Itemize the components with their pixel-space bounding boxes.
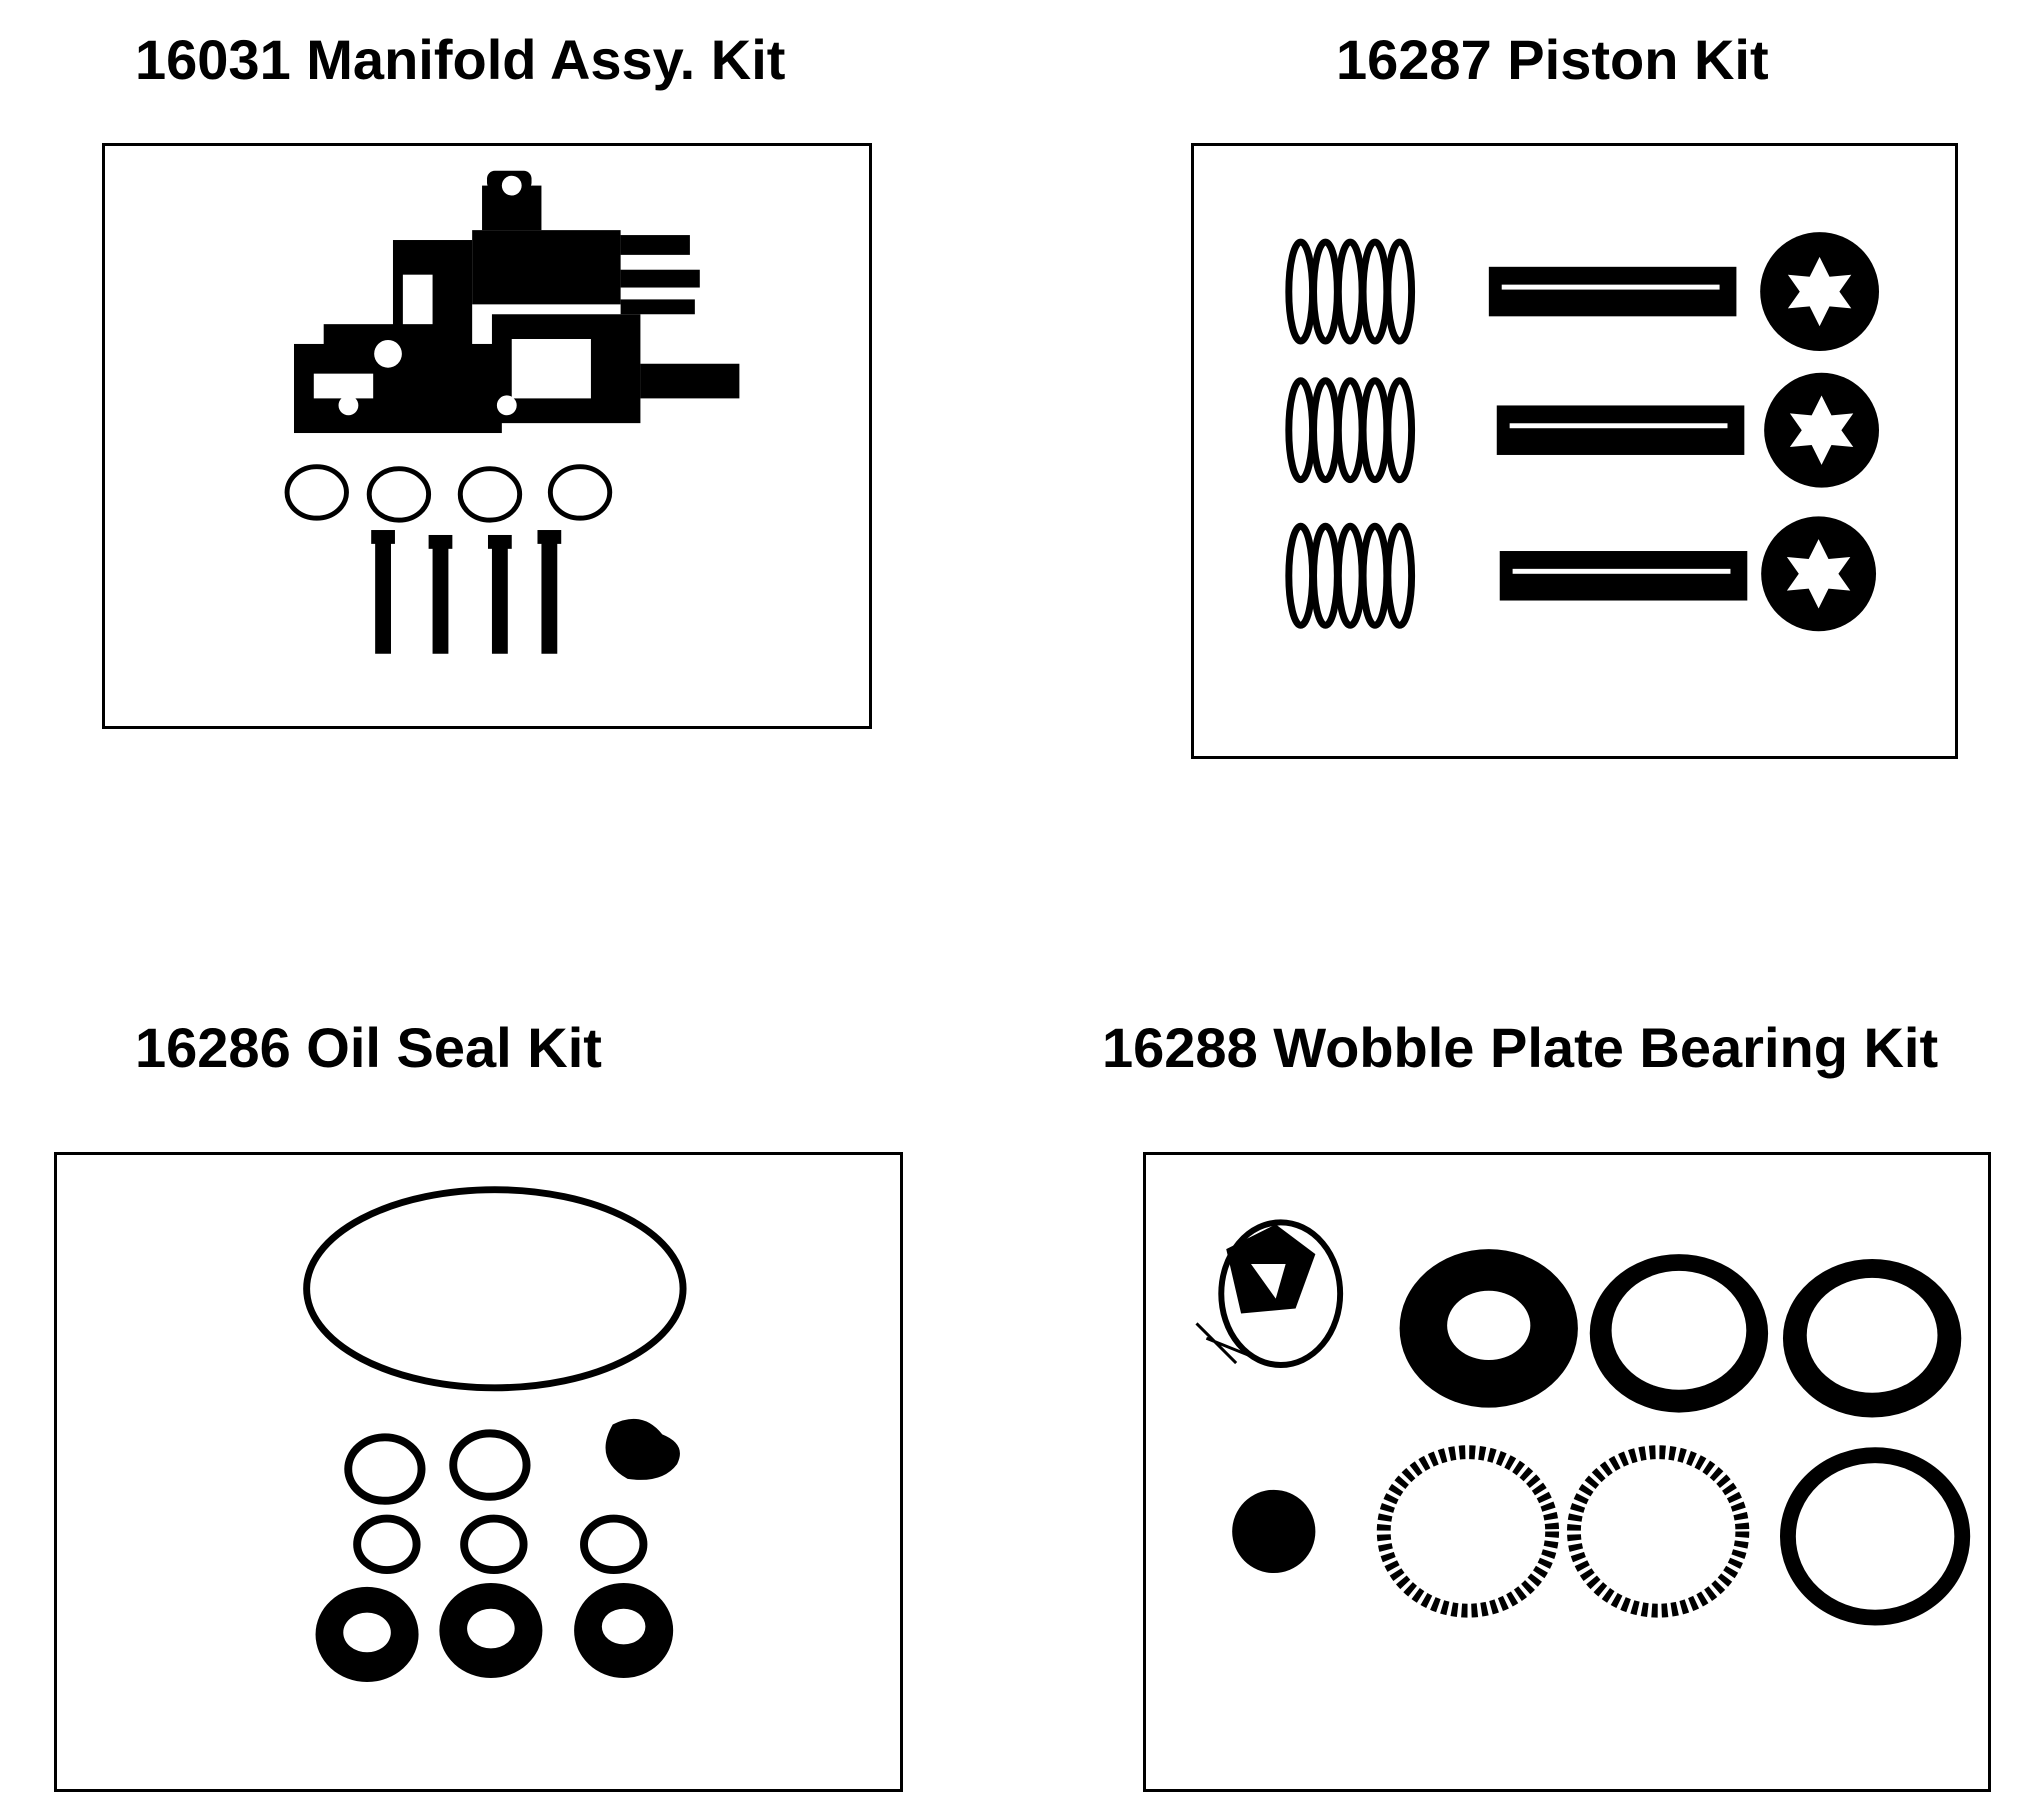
piston-kit-image	[1191, 143, 1958, 759]
kit-title-wobble-plate: 16288 Wobble Plate Bearing Kit	[1102, 1016, 1939, 1079]
oil-seal-kit-image	[54, 1152, 903, 1792]
piston-set-drawing	[1285, 232, 1880, 632]
kit-title-piston: 16287 Piston Kit	[1336, 28, 1769, 91]
kit-title-manifold: 16031 Manifold Assy. Kit	[135, 28, 786, 91]
wobble-plate-bearing-drawing	[1195, 1219, 1971, 1626]
manifold-kit-image	[102, 143, 872, 729]
manifold-assembly-drawing	[284, 170, 740, 654]
wobble-plate-kit-image	[1143, 1152, 1991, 1792]
kit-title-oil-seal: 16286 Oil Seal Kit	[135, 1016, 602, 1079]
oil-seal-set-drawing	[303, 1186, 687, 1683]
